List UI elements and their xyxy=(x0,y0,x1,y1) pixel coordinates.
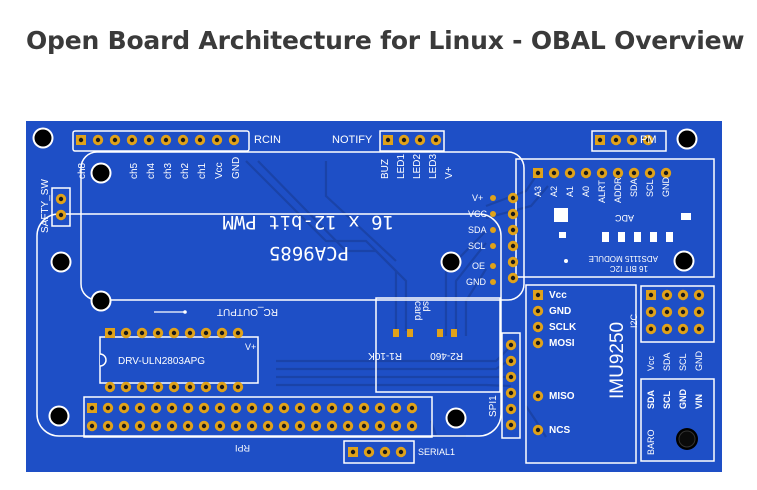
imu-pin-label: Vcc xyxy=(549,290,567,301)
drv-vplus-label: V+ xyxy=(245,342,256,352)
ads-bit-label: 16 BIT I2C xyxy=(610,264,648,273)
imu-pin-label: SCLK xyxy=(549,322,577,333)
drv-chip-label: DRV-ULN2803APG xyxy=(118,356,205,367)
notify-label: NOTIFY xyxy=(332,134,373,146)
notify-pin-label: LED2 xyxy=(412,154,423,179)
rcin-pin-label: ch3 xyxy=(163,162,174,179)
i2c-pins xyxy=(645,289,705,335)
pwm-pin-label: OE xyxy=(472,261,485,271)
r2-label: R2-460 xyxy=(430,350,463,361)
ads-pin-label: SCL xyxy=(645,179,655,197)
i2c-pin-label: SDA xyxy=(662,352,672,371)
r1-label: R1-10K xyxy=(368,350,402,361)
serial1-label: SERIAL1 xyxy=(418,447,455,457)
pwm-pin-label: GND xyxy=(466,277,487,287)
ads-pin-label: ALRT xyxy=(597,180,607,203)
pwm-pin-label: SDA xyxy=(468,225,487,235)
notify-pin-label: LED3 xyxy=(428,154,439,179)
baro-pin-label: SCL xyxy=(662,390,672,409)
rcin-pin-label: Vcc xyxy=(214,162,225,179)
ads-pin-label: A2 xyxy=(549,186,559,197)
ads-pin-label: GND xyxy=(661,177,671,198)
pwm-pins xyxy=(490,195,496,285)
rpi-label: RPI xyxy=(235,443,250,453)
rcin-pin-label: GND xyxy=(231,157,242,179)
pwm-pin-label: SCL xyxy=(468,241,486,251)
notify-pin-label: BUZ xyxy=(380,159,391,179)
ads-pins xyxy=(533,167,672,179)
imu-pin-label: MOSI xyxy=(549,338,575,349)
i2c-pin-label: Vcc xyxy=(646,355,656,371)
serial1-pins xyxy=(348,446,407,458)
ads-pin-label: A0 xyxy=(581,186,591,197)
rcin-pins xyxy=(76,134,240,146)
rcin-pin-label: ch5 xyxy=(129,162,140,179)
imu-pins xyxy=(532,290,544,436)
safety-switch-label: SAFTY_SW xyxy=(40,179,51,233)
ads-pin-label: SDA xyxy=(629,178,639,197)
rcin-pin-label: ch2 xyxy=(180,162,191,179)
i2c-pin-label: SCL xyxy=(678,353,688,371)
ads-pin-label: A1 xyxy=(565,186,575,197)
notify-pin-label: V+ xyxy=(444,166,455,179)
pcb-layout: RCIN NOTIFY PM ch8 ch5 ch4 ch3 ch2 ch1 V… xyxy=(32,127,715,464)
pwm-pin-label: VCC xyxy=(468,209,488,219)
imu-pin-label: GND xyxy=(549,306,571,317)
rcin-label: RCIN xyxy=(254,134,281,146)
pwm-title: 16 x 12-bit PWM xyxy=(222,211,394,233)
rcin-pin-label: ch1 xyxy=(197,162,208,179)
imu-name-label: IMU9250 xyxy=(607,322,628,399)
imu-pin-label: NCS xyxy=(549,425,570,436)
pwm-pin-label: V+ xyxy=(472,193,483,203)
baro-label: BARO xyxy=(646,429,656,455)
sd-label: sd xyxy=(420,301,431,312)
rc-output-label: RC_OUTPUT xyxy=(217,306,278,317)
pm-label: PM xyxy=(640,134,657,146)
baro-pin-label: VIN xyxy=(694,394,704,409)
ads-pin-label: A3 xyxy=(533,186,543,197)
rpi-pins xyxy=(86,402,418,432)
i2c-label: I2C xyxy=(629,313,639,328)
rcin-pin-label: ch4 xyxy=(146,162,157,179)
i2c-pin-label: GND xyxy=(694,351,704,372)
sd-card-label: card xyxy=(412,301,423,320)
ch8-label: ch8 xyxy=(77,162,88,179)
ads-pin-label: ADDR xyxy=(613,177,623,203)
ads-module-label: ADS1115 MODULE xyxy=(588,254,658,263)
pcb-board: RCIN NOTIFY PM ch8 ch5 ch4 ch3 ch2 ch1 V… xyxy=(26,121,722,472)
ads-adc-label: ADC xyxy=(614,213,634,223)
imu-pin-label: MISO xyxy=(549,391,575,402)
resistor-pads xyxy=(393,329,457,337)
pwm-chip-label: PCA9685 xyxy=(269,242,349,264)
notify-pins xyxy=(383,134,442,146)
baro-pin-label: SDA xyxy=(646,389,656,409)
page-title: Open Board Architecture for Linux - OBAL… xyxy=(26,26,745,55)
notify-pin-label: LED1 xyxy=(396,154,407,179)
baro-pin-label: GND xyxy=(678,389,688,410)
spi1-label: SPI1 xyxy=(488,395,499,417)
